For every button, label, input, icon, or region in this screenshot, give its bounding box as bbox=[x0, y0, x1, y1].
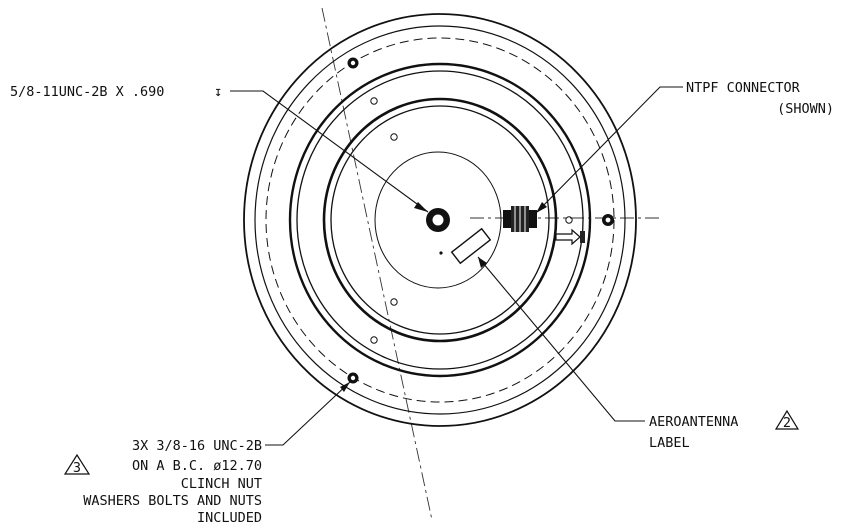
connector-tip bbox=[529, 210, 537, 228]
callout-connector: NTPF CONNECTOR (SHOWN) bbox=[686, 80, 834, 117]
callout-bolt-holes: 3X 3/8-16 UNC-2B ON A B.C. ø12.70 CLINCH… bbox=[63, 438, 262, 526]
label-plate bbox=[450, 227, 492, 265]
radome-ring-inner bbox=[330, 105, 550, 335]
bolt-callout-line2: ON A B.C. ø12.70 bbox=[132, 458, 262, 474]
label-callout-line2: LABEL bbox=[649, 435, 690, 451]
label-leader bbox=[477, 256, 645, 422]
revision-triangle-3 bbox=[63, 453, 91, 475]
ntpf-connector bbox=[503, 206, 537, 232]
small-hole bbox=[370, 97, 378, 105]
bolt-callout-line5: INCLUDED bbox=[197, 510, 262, 526]
bolt-callout-line3: CLINCH NUT bbox=[181, 476, 262, 492]
vent-plug bbox=[580, 231, 585, 243]
vent-arrow bbox=[555, 228, 581, 246]
centerlines bbox=[321, 7, 662, 521]
callout-label: AEROANTENNA LABEL 2 bbox=[649, 409, 800, 451]
mid-ring-outer bbox=[288, 62, 592, 378]
small-hole bbox=[390, 133, 398, 141]
radome-ring-outer bbox=[322, 97, 558, 343]
outer-rim-inner-edge bbox=[254, 25, 626, 415]
small-dot bbox=[439, 251, 443, 255]
connector-leader-arrow bbox=[536, 202, 547, 213]
mid-ring-inner bbox=[296, 70, 584, 370]
bolt-callout-line1: 3X 3/8-16 UNC-2B bbox=[132, 438, 262, 454]
small-hole bbox=[390, 298, 398, 306]
revision-number-3: 3 bbox=[73, 460, 81, 476]
bolt-hole-right-center bbox=[605, 217, 611, 223]
connector-callout-line2: (SHOWN) bbox=[777, 101, 834, 117]
bolt-circle-centerline bbox=[321, 7, 433, 521]
bolt-hole-bottom-center bbox=[350, 375, 356, 381]
thread-hole-callout: 5/8-11UNC-2B X .690 bbox=[10, 84, 164, 100]
connector-leader bbox=[535, 86, 683, 214]
connector-flange bbox=[503, 210, 511, 228]
bolt-hole-leader bbox=[265, 381, 351, 446]
vent-arrow-feature bbox=[555, 228, 585, 246]
center-boss bbox=[374, 151, 502, 289]
bolt-callout-line4: WASHERS BOLTS AND NUTS bbox=[83, 493, 262, 509]
label-leader-arrow bbox=[478, 257, 487, 268]
depth-symbol: ↧ bbox=[214, 84, 222, 100]
mounting-bolt-holes bbox=[347, 57, 614, 384]
label-callout-line1: AEROANTENNA bbox=[649, 414, 738, 430]
leader-lines bbox=[230, 86, 683, 446]
bolt-hole-leader-arrow bbox=[340, 382, 350, 392]
thread-hole-leader-arrow bbox=[414, 202, 428, 212]
connector-callout-line1: NTPF CONNECTOR bbox=[686, 80, 801, 96]
outer-rim bbox=[243, 13, 637, 427]
center-threaded-hole bbox=[426, 208, 450, 232]
small-hole bbox=[565, 216, 573, 224]
small-hole bbox=[370, 336, 378, 344]
callout-thread-hole: 5/8-11UNC-2B X .690 ↧ bbox=[10, 84, 222, 100]
revision-triangle-2 bbox=[774, 409, 800, 430]
thread-hole-leader bbox=[230, 90, 429, 213]
small-holes bbox=[370, 97, 573, 344]
revision-number-2: 2 bbox=[783, 415, 791, 431]
thread-hole-inner bbox=[432, 214, 444, 226]
bolt-hole-top-center bbox=[350, 60, 356, 66]
label-plate-rect bbox=[450, 227, 492, 265]
